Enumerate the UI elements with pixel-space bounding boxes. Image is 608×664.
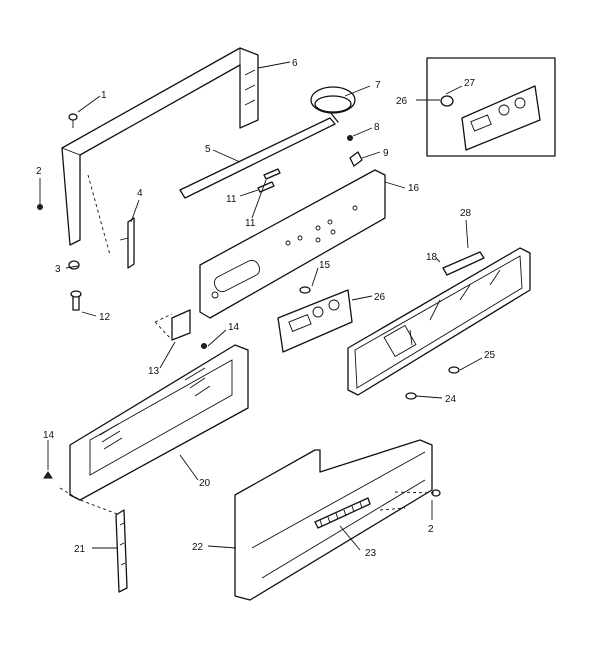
callout-8: 8 <box>374 122 380 133</box>
part-21-strip <box>115 509 128 593</box>
part-14-screw-upper <box>201 343 207 349</box>
callout-25: 25 <box>484 350 496 361</box>
part-2-nut-left <box>37 204 43 210</box>
callout-2: 2 <box>36 166 42 177</box>
callout-15: 15 <box>319 260 331 271</box>
callout-18: 18 <box>426 252 438 263</box>
callout-20: 20 <box>199 478 211 489</box>
callout-13: 13 <box>148 366 160 377</box>
callout-23: 23 <box>365 548 377 559</box>
callout-27: 27 <box>464 78 476 89</box>
part-26-inset-panel <box>461 85 541 151</box>
callout-1: 1 <box>101 90 107 101</box>
callout-3: 3 <box>55 264 61 275</box>
part-18-glass-panel <box>347 247 531 396</box>
callout-9: 9 <box>383 148 389 159</box>
inset-box <box>426 57 556 157</box>
part-25-screw <box>448 366 460 374</box>
callout-2: 2 <box>428 524 434 535</box>
part-15-screw <box>299 286 311 294</box>
part-12-bolt <box>70 290 82 311</box>
part-1-screw <box>68 113 78 128</box>
part-5-rod <box>179 117 336 199</box>
callout-11: 11 <box>226 194 237 205</box>
part-23-vent <box>314 497 371 529</box>
part-8-screw <box>347 135 353 141</box>
part-4-bracket <box>119 217 135 269</box>
callout-11: 11 <box>245 218 256 229</box>
part-27-knob <box>440 95 454 107</box>
callout-28: 28 <box>460 208 472 219</box>
callout-7: 7 <box>375 80 381 91</box>
leader-lines <box>39 61 483 551</box>
part-6-frame <box>61 47 259 246</box>
callout-14: 14 <box>43 430 55 441</box>
part-7-bulb <box>310 86 356 123</box>
part-14-screw-lower <box>43 471 53 479</box>
callout-22: 22 <box>192 542 204 553</box>
callout-26: 26 <box>374 292 386 303</box>
part-20-lower-panel <box>69 344 249 501</box>
callout-4: 4 <box>137 188 143 199</box>
callout-21: 21 <box>74 544 86 555</box>
callout-5: 5 <box>205 144 211 155</box>
part-11-shaft-b <box>263 168 281 180</box>
callout-24: 24 <box>445 394 457 405</box>
part-16-control-panel <box>199 169 386 319</box>
part-13-plate <box>154 309 191 341</box>
part-9-clip <box>349 151 363 167</box>
part-28-handle <box>442 251 485 276</box>
callout-26: 26 <box>396 96 408 107</box>
callout-labels: 1 2 3 4 5 6 7 8 9 11 11 12 13 14 15 16 1… <box>36 58 496 559</box>
part-3-washer <box>68 260 80 270</box>
part-24-screw <box>405 392 417 400</box>
callout-12: 12 <box>99 312 111 323</box>
part-22-bottom-panel <box>234 439 433 601</box>
part-11-shaft-a <box>257 181 275 193</box>
callout-16: 16 <box>408 183 420 194</box>
callout-14: 14 <box>228 322 240 333</box>
part-26-knob-panel <box>277 289 353 353</box>
callout-6: 6 <box>292 58 298 69</box>
